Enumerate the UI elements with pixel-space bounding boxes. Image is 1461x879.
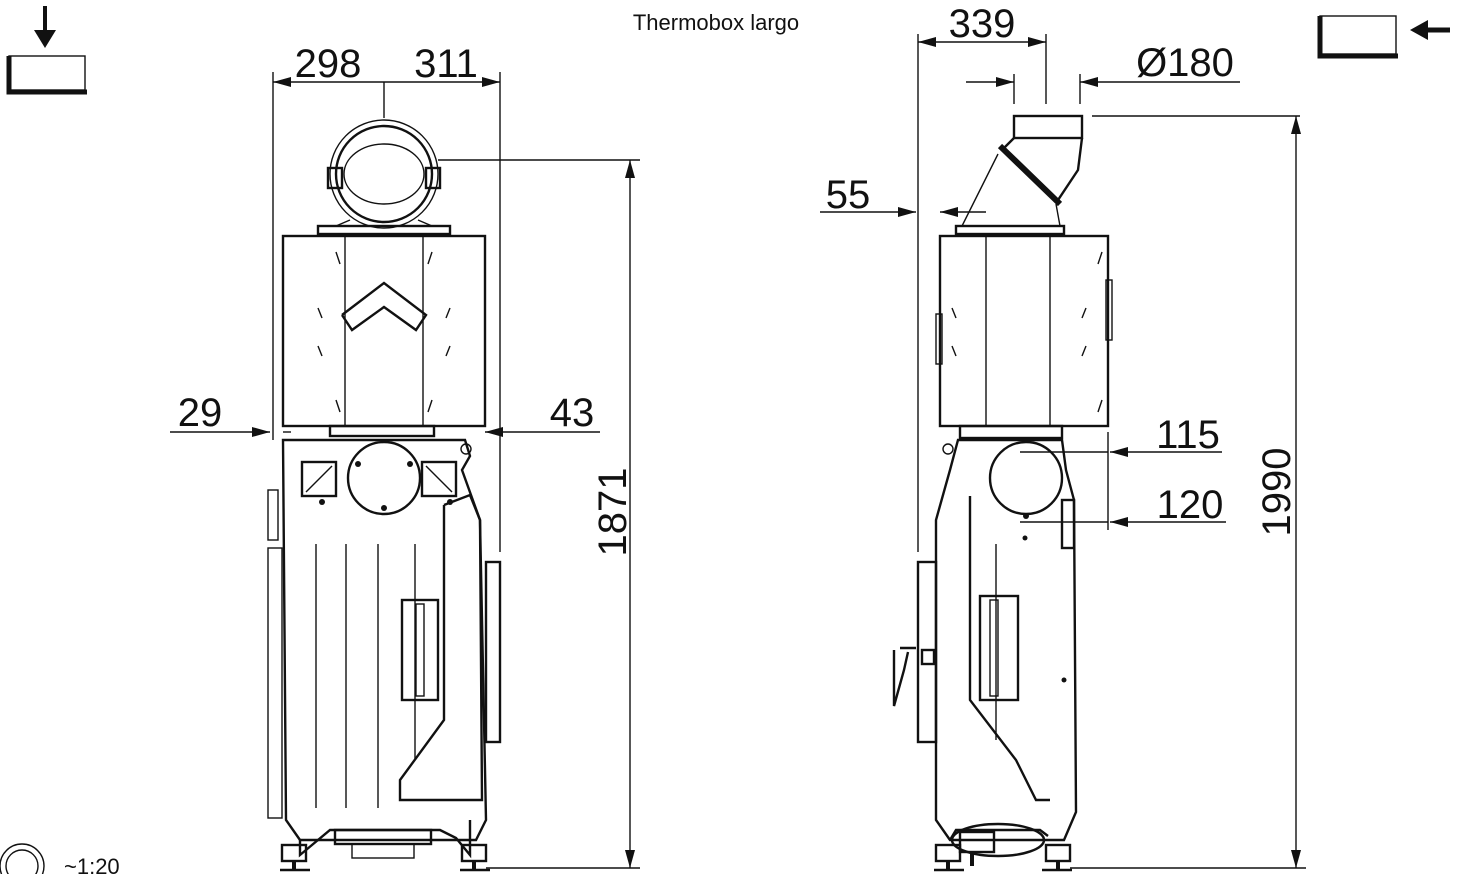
side-view: 339 Ø180 55	[820, 2, 1306, 872]
dim-side-120: 120	[1157, 483, 1224, 527]
drawing-title: Thermobox largo	[633, 10, 799, 35]
dim-side-depth: 339	[949, 2, 1016, 46]
dim-front-left-gap: 29	[178, 391, 223, 435]
dim-front-right-gap: 43	[550, 391, 595, 435]
left-arrow-box-icon	[1317, 15, 1450, 59]
front-view: 298 311 29	[170, 42, 640, 872]
dim-front-height: 1871	[591, 468, 635, 557]
dim-side-offset: 55	[826, 173, 871, 217]
dim-front-left-width: 298	[295, 42, 362, 86]
dim-front-right-width: 311	[414, 42, 478, 86]
scale-circle-icon	[0, 843, 45, 879]
dim-side-diameter: Ø180	[1136, 41, 1234, 85]
down-arrow-box-icon	[6, 6, 87, 95]
scale-label: ~1:20	[64, 854, 120, 874]
dim-side-115: 115	[1156, 413, 1220, 457]
dim-side-height: 1990	[1255, 448, 1299, 537]
